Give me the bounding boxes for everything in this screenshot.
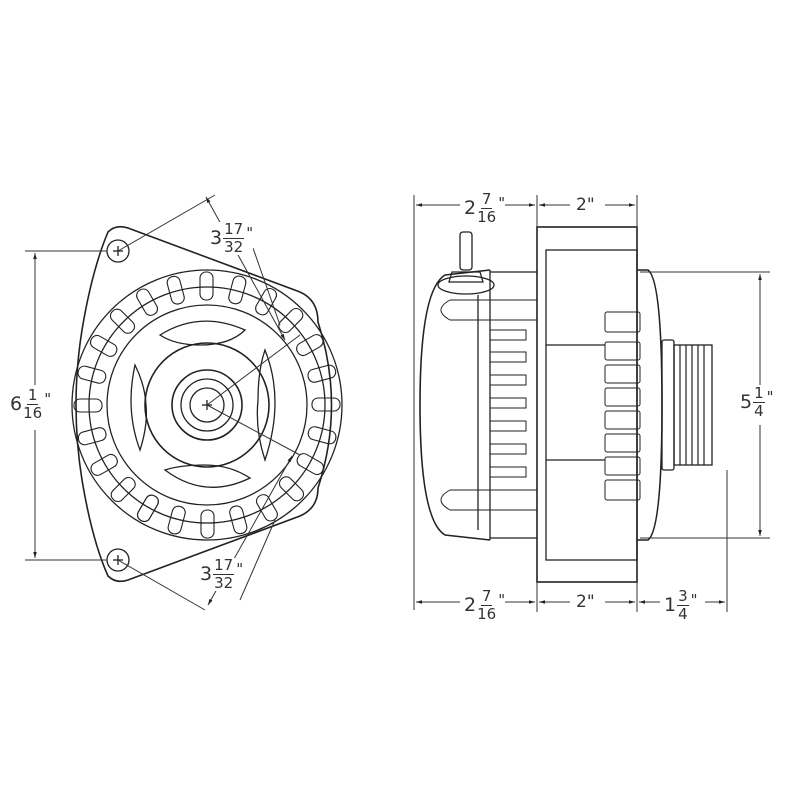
side-bottom-mid-dimension: 2"	[576, 592, 595, 612]
side-top-right-dimension: 2"	[576, 195, 595, 215]
